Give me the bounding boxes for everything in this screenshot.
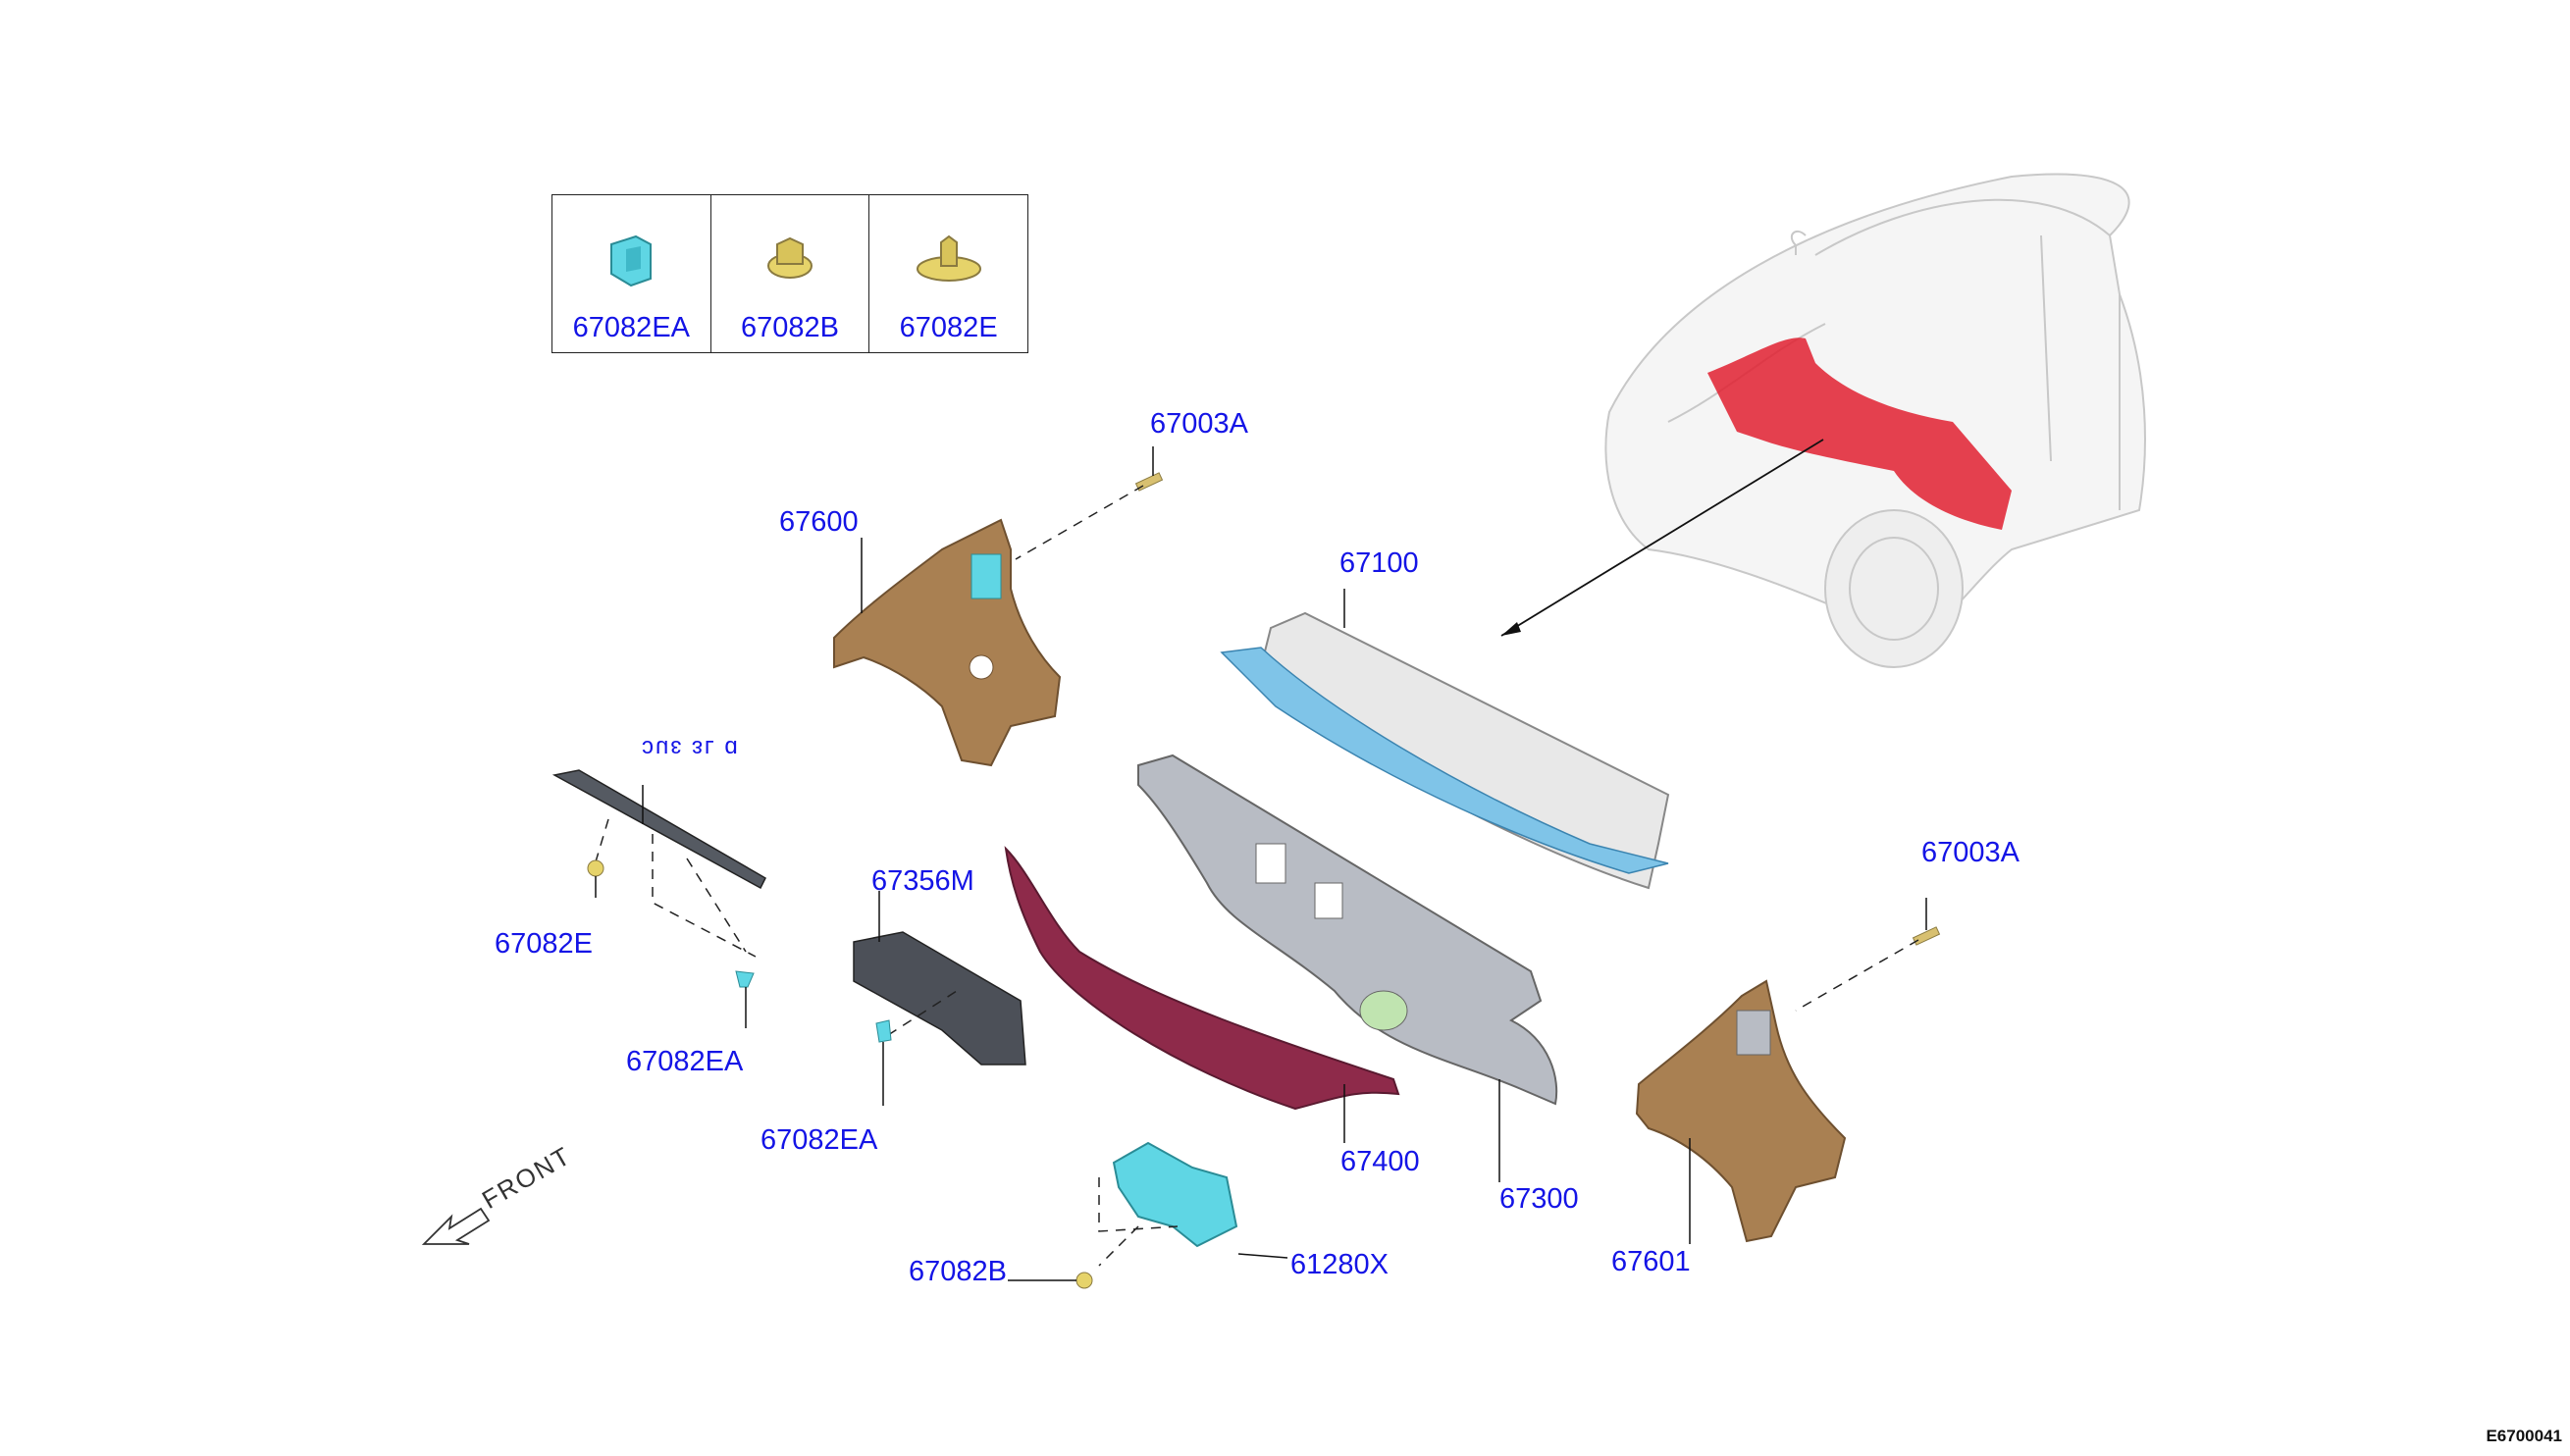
part-67356M-bracket[interactable] <box>853 931 1026 1066</box>
part-67601-hinge-pillar[interactable] <box>1635 979 1847 1243</box>
legend-label: 67082B <box>741 312 839 343</box>
leader-lines <box>595 446 1927 1281</box>
clip-67082EA-mid-small[interactable] <box>875 1019 892 1043</box>
part-67300-dash-panel[interactable] <box>1137 754 1558 1106</box>
callout-67082EA-left[interactable]: 67082EA <box>626 1046 744 1077</box>
dash-line-67356M <box>887 990 958 1036</box>
legend-cell-67082E[interactable]: 67082E <box>869 195 1027 352</box>
part-67100-cowl-top[interactable] <box>1220 611 1670 890</box>
fastener-legend: 67082EA 67082B 67082E <box>551 194 1028 353</box>
arrowhead-icon <box>1501 622 1521 636</box>
callout-67300[interactable]: 67300 <box>1499 1183 1579 1215</box>
callout-67356M[interactable]: 67356M <box>871 865 974 897</box>
dash-line-67003A-top <box>1015 485 1144 560</box>
callout-67100[interactable]: 67100 <box>1339 547 1419 579</box>
callout-67400[interactable]: 67400 <box>1340 1146 1420 1177</box>
clip-67082EA-left-small[interactable] <box>735 970 755 988</box>
leader-arrow-overview <box>1500 439 1824 637</box>
legend-cell-67082EA[interactable]: 67082EA <box>552 195 711 352</box>
clip-67082B-small[interactable] <box>1075 1272 1093 1289</box>
clip-67082E-small[interactable] <box>587 859 604 877</box>
mirrored-label: ɔuɛ ɜʟ ɑ <box>642 735 740 761</box>
callout-67003A-top[interactable]: 67003A <box>1150 408 1248 440</box>
clip-yellow-icon <box>916 234 981 282</box>
callout-67601[interactable]: 67601 <box>1611 1246 1691 1277</box>
part-61280X-bracket[interactable] <box>1112 1141 1238 1248</box>
callout-61280X[interactable]: 61280X <box>1290 1249 1389 1280</box>
legend-label: 67082EA <box>572 312 690 343</box>
part-67400-cowl-lower[interactable] <box>1004 846 1400 1111</box>
diagram-code: E6700041 <box>2486 1427 2562 1445</box>
callout-67082B[interactable]: 67082B <box>909 1256 1007 1287</box>
part-left-rail[interactable] <box>551 769 766 890</box>
dash-line-67003A-right <box>1795 939 1919 1012</box>
grommet-yellow-icon <box>767 236 813 279</box>
legend-cell-67082B[interactable]: 67082B <box>711 195 870 352</box>
callout-67082E[interactable]: 67082E <box>495 928 593 960</box>
front-arrow-icon <box>421 1207 491 1245</box>
highlighted-dash-area <box>1707 338 2012 530</box>
callout-67600[interactable]: 67600 <box>779 506 859 538</box>
legend-label: 67082E <box>899 312 998 343</box>
part-67600-hinge-pillar[interactable] <box>833 518 1062 767</box>
callout-67082EA-mid[interactable]: 67082EA <box>761 1124 878 1156</box>
dash-lines-61280X <box>1098 1177 1179 1267</box>
callout-67003A-right[interactable]: 67003A <box>1921 837 2019 868</box>
clip-cyan-icon <box>610 234 653 287</box>
